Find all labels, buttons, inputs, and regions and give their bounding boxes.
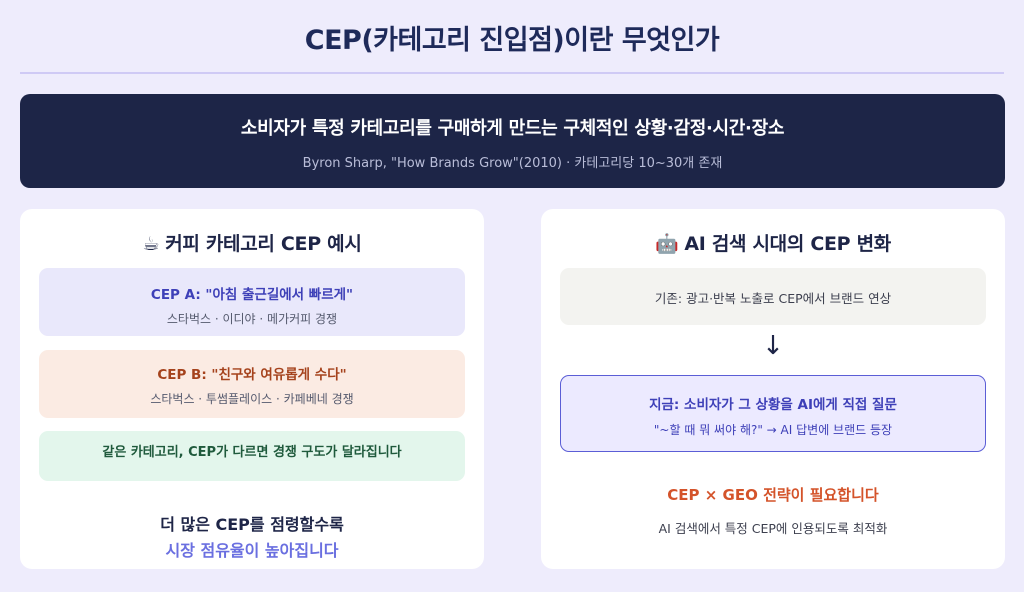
definition-banner: 소비자가 특정 카테고리를 구매하게 만드는 구체적인 상황·감정·시간·장소 … [20, 94, 1005, 188]
banner-source: Byron Sharp, "How Brands Grow"(2010) · 카… [302, 156, 723, 171]
coffee-panel-title: ☕커피 카테고리 CEP 예시 [20, 229, 484, 256]
geo-strategy-detail: AI 검색에서 특정 CEP에 인용되도록 최적화 [658, 521, 888, 536]
robot-icon: 🤖 [654, 233, 679, 255]
cep-a-card: CEP A: "아침 출근길에서 빠르게" 스타벅스 · 이디야 · 메가커피 … [39, 268, 465, 336]
ai-search-panel: 🤖AI 검색 시대의 CEP 변화 기존: 광고·반복 노출로 CEP에서 브랜… [541, 209, 1005, 569]
cep-b-heading: CEP B: "친구와 여유롭게 수다" [157, 367, 347, 383]
cep-b-card: CEP B: "친구와 여유롭게 수다" 스타벅스 · 투썸플레이스 · 카페베… [39, 350, 465, 418]
ai-panel-title: 🤖AI 검색 시대의 CEP 변화 [541, 229, 1005, 256]
coffee-example-panel: ☕커피 카테고리 CEP 예시 CEP A: "아침 출근길에서 빠르게" 스타… [20, 209, 484, 569]
banner-definition: 소비자가 특정 카테고리를 구매하게 만드는 구체적인 상황·감정·시간·장소 [240, 118, 785, 139]
competition-note: 같은 카테고리, CEP가 다르면 경쟁 구도가 달라집니다 [102, 445, 402, 460]
cep-a-detail: 스타벅스 · 이디야 · 메가커피 경쟁 [166, 312, 338, 326]
ai-panel-title-text: AI 검색 시대의 CEP 변화 [684, 233, 891, 255]
down-arrow-icon: ↓ [762, 331, 784, 361]
title-divider [20, 72, 1004, 74]
cep-b-detail: 스타벅스 · 투썸플레이스 · 카페베네 경쟁 [150, 392, 354, 406]
current-cep-heading: 지금: 소비자가 그 상황을 AI에게 직접 질문 [649, 397, 897, 413]
coffee-panel-title-text: 커피 카테고리 CEP 예시 [165, 233, 362, 255]
cep-a-heading: CEP A: "아침 출근길에서 빠르게" [150, 287, 354, 303]
geo-strategy-headline: CEP × GEO 전략이 필요합니다 [667, 486, 879, 504]
coffee-footer-line2: 시장 점유율이 높아집니다 [165, 541, 339, 560]
current-cep-card: 지금: 소비자가 그 상황을 AI에게 직접 질문 "~할 때 뭐 써야 해?"… [560, 375, 986, 452]
current-cep-detail: "~할 때 뭐 써야 해?" → AI 답변에 브랜드 등장 [653, 423, 893, 437]
competition-note-card: 같은 카테고리, CEP가 다르면 경쟁 구도가 달라집니다 [39, 431, 465, 481]
legacy-cep-text: 기존: 광고·반복 노출로 CEP에서 브랜드 연상 [654, 291, 892, 306]
legacy-cep-card: 기존: 광고·반복 노출로 CEP에서 브랜드 연상 [560, 268, 986, 325]
coffee-icon: ☕ [142, 233, 160, 255]
coffee-footer-line1: 더 많은 CEP를 점령할수록 [160, 515, 344, 534]
page-title: CEP(카테고리 진입점)이란 무엇인가 [304, 25, 720, 56]
